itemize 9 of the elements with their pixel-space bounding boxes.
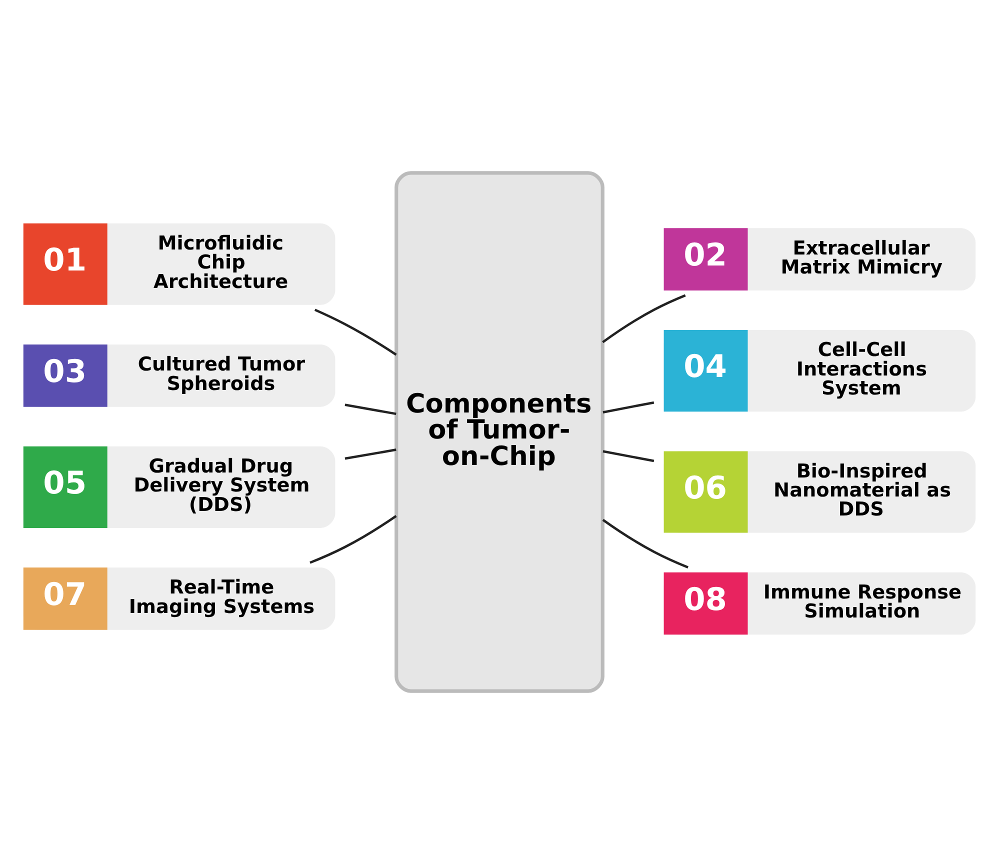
connector bbox=[602, 518, 688, 568]
connector bbox=[344, 448, 396, 460]
connector bbox=[344, 404, 396, 416]
connector bbox=[602, 294, 686, 344]
connector bbox=[602, 401, 654, 414]
connector bbox=[602, 450, 654, 462]
node-box: Components of Tumor-on-Chip bbox=[394, 171, 604, 693]
connector bbox=[314, 308, 396, 356]
connector bbox=[309, 514, 396, 564]
